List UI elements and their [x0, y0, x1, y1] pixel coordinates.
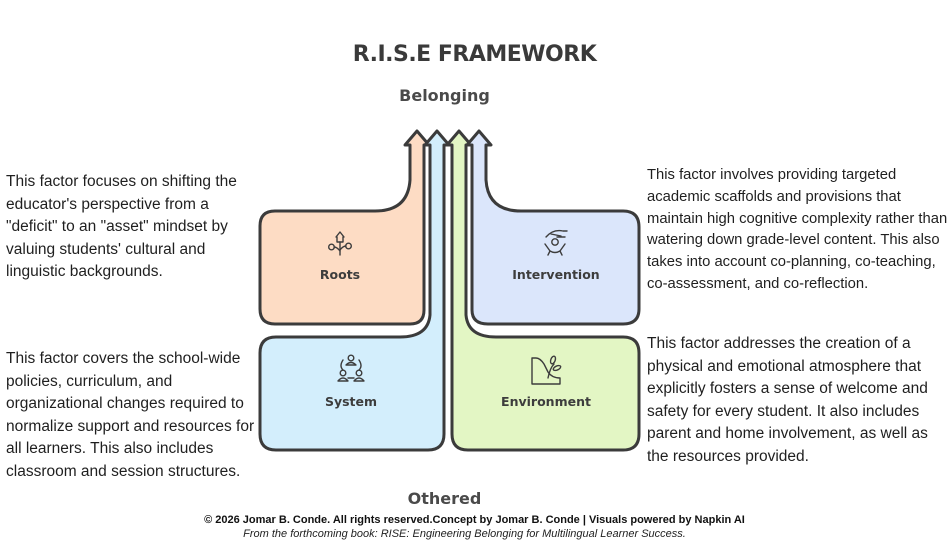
intervention-box — [465, 129, 641, 326]
copyright-line: © 2026 Jomar B. Conde. All rights reserv… — [204, 514, 745, 526]
system-description: This factor covers the school-wide polic… — [6, 350, 255, 480]
plant-landscape-icon — [531, 355, 562, 385]
source-line: From the forthcoming book: RISE: Enginee… — [243, 528, 686, 540]
roots-box — [258, 129, 431, 326]
sprout-house-icon — [327, 231, 352, 256]
people-network-icon — [337, 354, 365, 382]
system-shape — [258, 129, 451, 452]
environment-shape — [445, 129, 641, 452]
top-axis-label: Belonging — [399, 86, 490, 105]
roots-description: This factor focuses on shifting the educ… — [6, 173, 237, 280]
roots-label: Roots — [320, 267, 360, 282]
environment-label: Environment — [501, 394, 591, 409]
hand-support-person-icon — [544, 229, 568, 256]
system-label: System — [325, 394, 377, 409]
system-box — [258, 129, 451, 452]
intervention-description: This factor involves providing targeted … — [647, 167, 948, 292]
bottom-axis-label: Othered — [407, 489, 482, 508]
environment-description: This factor addresses the creation of a … — [647, 335, 928, 465]
intervention-label: Intervention — [512, 267, 599, 282]
environment-box — [445, 129, 641, 452]
diagram-title: R.I.S.E FRAMEWORK — [352, 42, 597, 67]
intervention-shape — [465, 129, 641, 326]
roots-shape — [258, 129, 431, 326]
